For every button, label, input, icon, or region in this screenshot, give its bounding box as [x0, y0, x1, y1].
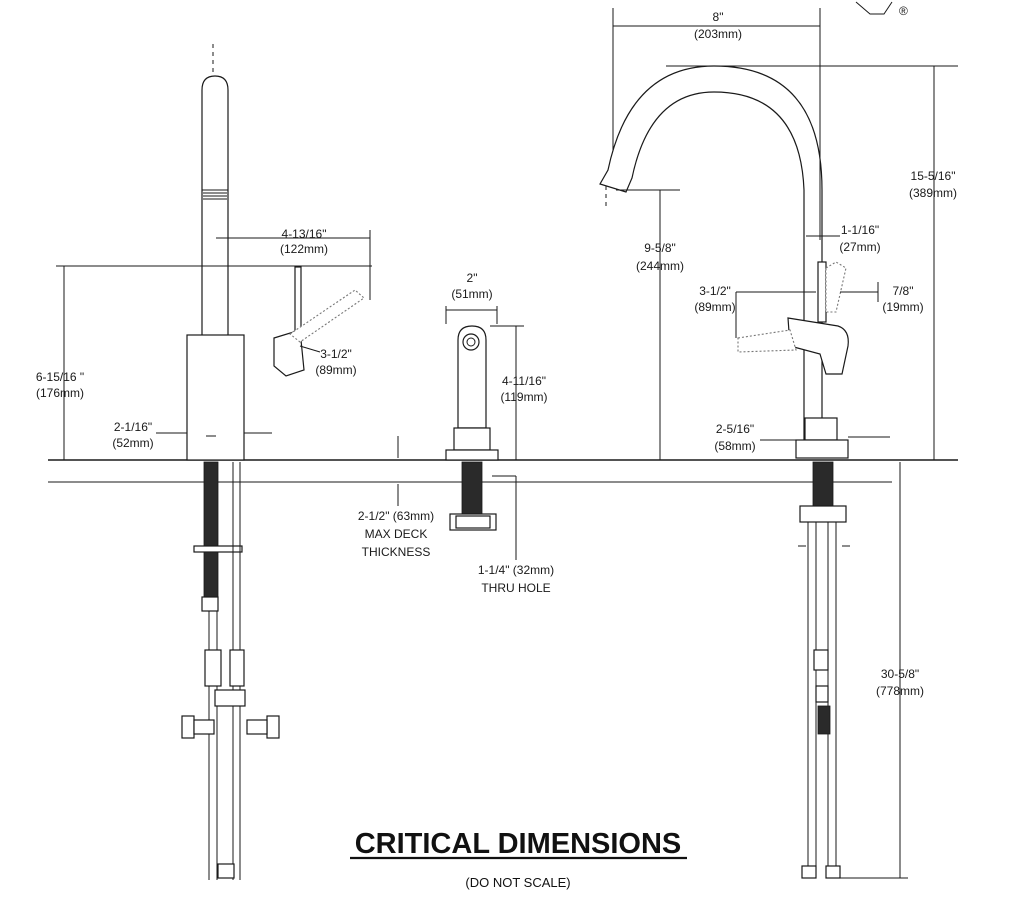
dim-spout-height-in: 9-5/8"	[644, 241, 676, 255]
registered-mark: ®	[899, 4, 908, 18]
right-faucet-base	[795, 439, 849, 459]
drawing-title: CRITICAL DIMENSIONS	[355, 828, 682, 860]
dim-handle-mm: (89mm)	[315, 363, 356, 377]
gooseneck-spout	[599, 65, 823, 441]
dim-base-mm: (52mm)	[112, 436, 153, 450]
right-body-handle	[787, 317, 849, 375]
dim-spout-reach-in: 8"	[713, 10, 724, 24]
dim-spout-height-mm: (244mm)	[636, 259, 684, 273]
dim-base-in: 2-1/16"	[114, 420, 152, 434]
dim-total-height-in: 15-5/16"	[911, 169, 956, 183]
handle-swing-ghost-right	[737, 329, 797, 353]
dim-height-in: 6-15/16 "	[36, 370, 84, 384]
dim-deck-line2: MAX DECK	[365, 527, 428, 541]
dim-handle-in: 3-1/2"	[320, 347, 352, 361]
dim-right-base-mm: (58mm)	[714, 439, 755, 453]
sprayer-base	[453, 427, 491, 451]
sprayer-shank	[461, 461, 483, 515]
dim-hole-line1: 1-1/4" (32mm)	[478, 563, 554, 577]
drawing-subtitle: (DO NOT SCALE)	[465, 875, 570, 890]
dim-right-base-in: 2-5/16"	[716, 422, 754, 436]
dim-sprayer-height-mm: (119mm)	[500, 390, 547, 404]
dim-handle-swing-in: 3-1/2"	[699, 284, 731, 298]
sprayer-head	[457, 325, 487, 429]
dim-below-deck-in: 30-5/8"	[881, 667, 919, 681]
dim-handle-offset-in: 7/8"	[893, 284, 914, 298]
faucet-body	[186, 334, 245, 461]
threaded-shank	[203, 461, 219, 549]
dim-below-deck-mm: (778mm)	[876, 684, 924, 698]
dim-sprayer-width-in: 2"	[467, 271, 478, 285]
center-dimensions: 2" (51mm) 4-11/16" (119mm) 2-1/2" (63mm)…	[358, 271, 554, 595]
right-dimensions: 8" (203mm) 15-5/16" (389mm) 9-5/8" (244m…	[612, 8, 958, 879]
dim-handle-swing-mm: (89mm)	[694, 300, 735, 314]
left-faucet-view	[181, 44, 372, 880]
dim-handle-width-mm: (27mm)	[839, 240, 880, 254]
dim-hole-line2: THRU HOLE	[481, 581, 550, 595]
dim-reach-in: 4-13/16"	[282, 227, 327, 241]
dim-deck-line3: THICKNESS	[362, 545, 431, 559]
handle-swing-ghost	[289, 289, 365, 343]
dim-deck-line1: 2-1/2" (63mm)	[358, 509, 434, 523]
dim-total-height-mm: (389mm)	[909, 186, 957, 200]
dim-reach-mm: (122mm)	[280, 242, 328, 256]
brand-logo: ®	[855, 1, 908, 18]
left-dimensions: 4-13/16" (122mm) 6-15/16 " (176mm) 2-1/1…	[36, 227, 371, 460]
right-shank	[812, 461, 834, 507]
side-sprayer-view	[445, 325, 499, 531]
right-handle	[817, 261, 827, 323]
dim-sprayer-height-in: 4-11/16"	[502, 374, 546, 388]
dim-handle-offset-mm: (19mm)	[882, 300, 923, 314]
dim-spout-reach-mm: (203mm)	[694, 27, 742, 41]
dim-sprayer-width-mm: (51mm)	[451, 287, 492, 301]
right-faucet-view	[599, 65, 850, 879]
check-valve-left	[181, 715, 195, 739]
dim-handle-width-in: 1-1/16"	[841, 223, 879, 237]
check-valve-right	[266, 715, 280, 739]
faucet-spout	[201, 75, 229, 337]
dim-height-mm: (176mm)	[36, 386, 84, 400]
